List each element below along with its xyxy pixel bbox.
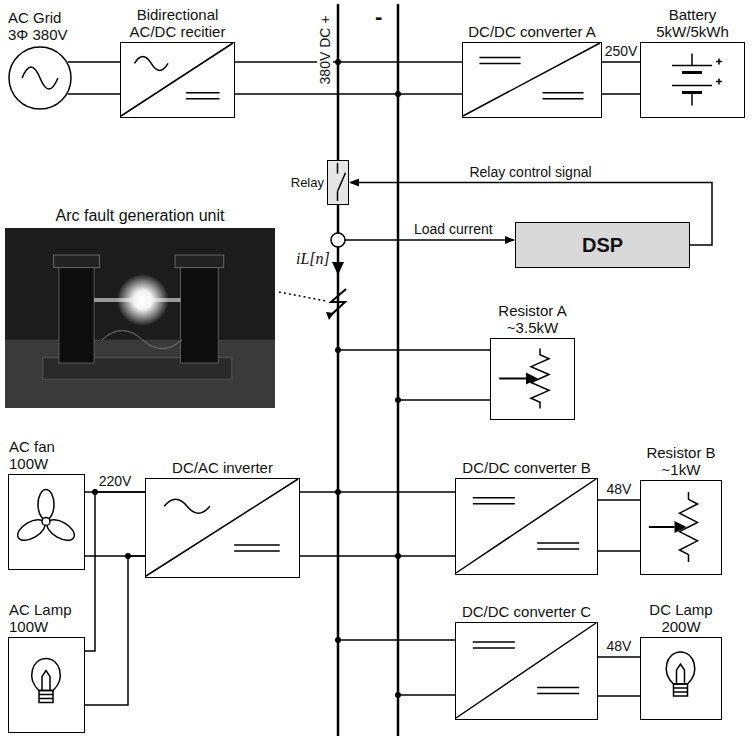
junction-dot	[395, 692, 401, 698]
fan-symbol	[9, 475, 83, 568]
node-box: Bidirectional AC/DC recitier	[120, 42, 235, 118]
wire-connector	[598, 657, 640, 696]
node-box: Battery 5kW/5kWh	[640, 42, 745, 118]
wire	[235, 61, 462, 63]
bus-voltage-label: 380V DC +	[317, 14, 333, 87]
node-box: Arc fault generation unit	[5, 228, 275, 408]
dcdc-symbol	[456, 623, 596, 718]
wire	[338, 639, 455, 641]
wire	[398, 399, 490, 401]
box-label: DSP	[516, 223, 689, 267]
junction-dot	[335, 59, 341, 65]
junction-dot	[335, 489, 341, 495]
arc-fault-arrowhead	[326, 312, 334, 320]
edge-label: 250V	[603, 43, 640, 59]
signal-label: Load current	[412, 221, 495, 237]
edge-label: 220V	[97, 473, 134, 489]
wire	[338, 349, 490, 351]
node-box: Relay	[327, 160, 349, 205]
node-box: AC Lamp 100W	[8, 637, 85, 733]
res-symbol	[491, 339, 573, 418]
acdc-symbol	[146, 479, 298, 576]
wire-connector	[85, 492, 145, 705]
wire-connector	[602, 62, 640, 94]
box-heading: AC fan 100W	[9, 438, 71, 473]
wire	[398, 694, 455, 696]
edge-label: Relay control signal	[467, 163, 593, 179]
node-box: AC fan 100W	[8, 474, 85, 570]
box-heading: DC/AC inverter	[133, 459, 313, 476]
wire-connector	[598, 500, 640, 551]
box-heading: Bidirectional AC/DC recitier	[122, 6, 234, 41]
junction-dot	[395, 553, 401, 559]
wire-connector	[68, 62, 120, 94]
edge-label: 48V	[605, 638, 634, 654]
node-box: DC/DC converter B	[455, 478, 598, 575]
box-heading: DC/DC converter C	[432, 603, 622, 620]
load-current-line	[345, 239, 514, 241]
wire	[300, 491, 455, 493]
batt-symbol	[641, 43, 743, 116]
box-heading: Resistor A ~3.5kW	[490, 302, 576, 337]
node-box: DC/AC inverter	[145, 478, 300, 578]
photo-symbol	[5, 228, 275, 408]
box-heading: DC/DC converter A	[437, 23, 627, 40]
junction-dot	[395, 91, 401, 97]
junction-dot	[335, 347, 341, 353]
node-box: DC/DC converter C	[455, 622, 598, 720]
node-box: DC/DC converter A	[462, 42, 602, 118]
signal-label: iL[n]	[294, 250, 332, 268]
box-heading: AC Grid 3Φ 380V	[8, 9, 82, 44]
res-symbol	[641, 481, 720, 573]
lamp-symbol	[9, 638, 83, 731]
acdc-symbol	[121, 43, 233, 116]
current-direction-arrow	[332, 262, 344, 275]
bus-polarity-label: -	[372, 4, 385, 29]
dcdc-symbol	[463, 43, 600, 116]
grid-symbol	[8, 46, 72, 110]
box-heading: Resistor B ~1kW	[638, 444, 724, 479]
current-sensor	[331, 233, 345, 247]
node-box: AC Grid 3Φ 380V	[8, 46, 72, 110]
dcdc-symbol	[456, 479, 596, 573]
wire-connector	[85, 492, 145, 556]
node-box: Resistor B ~1kW	[640, 480, 722, 575]
box-heading: Relay	[291, 175, 324, 190]
dc-bus-positive	[337, 4, 340, 736]
box-heading: DC Lamp 200W	[645, 601, 717, 636]
node-box: DSP	[515, 222, 690, 268]
arc-fault-symbol	[330, 289, 346, 316]
box-heading: Arc fault generation unit	[0, 207, 280, 225]
leader-line	[279, 292, 326, 301]
dc-bus-negative	[397, 4, 400, 736]
box-heading: Battery 5kW/5kWh	[651, 6, 735, 41]
relay-symbol	[328, 161, 347, 203]
wire	[300, 555, 455, 557]
node-box: Resistor A ~3.5kW	[490, 338, 575, 420]
junction-dot	[335, 637, 341, 643]
wire	[235, 93, 462, 95]
box-heading: AC Lamp 100W	[9, 601, 81, 636]
edge-label: 48V	[605, 481, 634, 497]
box-heading: DC/DC converter B	[432, 459, 622, 476]
junction-dot	[395, 397, 401, 403]
node-box: DC Lamp 200W	[640, 637, 722, 720]
lamp-symbol	[641, 638, 720, 718]
